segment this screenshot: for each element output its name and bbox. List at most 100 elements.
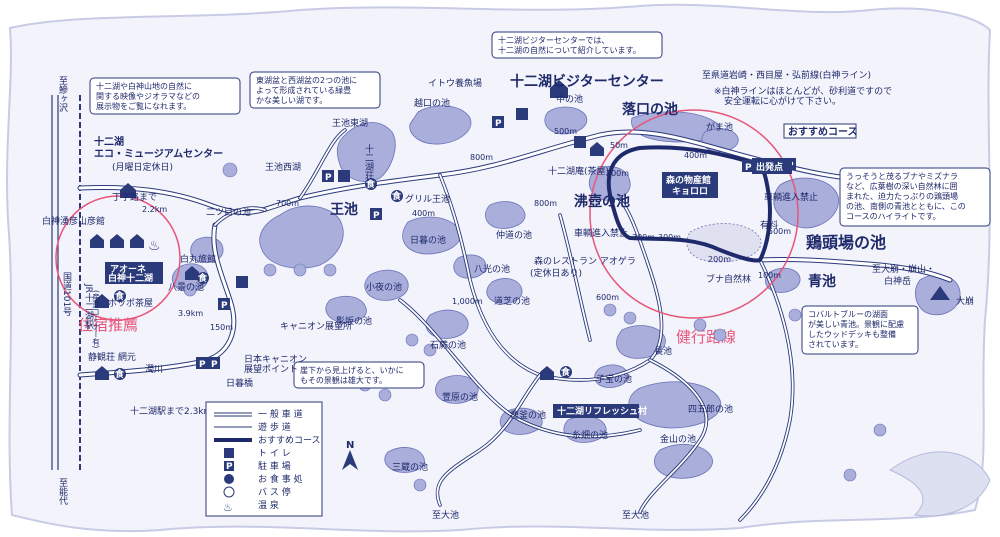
pond-michishiba (486, 278, 523, 304)
route-highlight-label: 健行路線 (676, 328, 736, 346)
jr-station-label: JR十二湖駅 (83, 283, 94, 330)
svg-text:500m: 500m (554, 127, 577, 136)
building-hakamichi-3 (130, 234, 144, 248)
pond-nakatsuki (485, 201, 526, 229)
koike-label: 子宝の池 (596, 373, 632, 385)
futatsume-label: 二ツ目の池 (206, 206, 251, 218)
visitor-callout-text: 十二湖ビジターセンターでは、十二湖の自然について紹介しています。 (498, 35, 641, 55)
svg-text:食: 食 (197, 272, 208, 284)
jijiko-callout-box (249, 71, 381, 109)
pond-keitoba (773, 177, 839, 229)
aoike-callout-box (801, 305, 919, 355)
legend-parking-label: 駐 車 場 (258, 460, 291, 472)
svg-text:200m: 200m (606, 169, 629, 178)
futsubo-label: 沸壺の池 (574, 193, 630, 210)
naka-label: 中の池 (556, 93, 583, 105)
svg-text:100m: 100m (758, 271, 781, 280)
start-box (752, 158, 792, 174)
svg-text:P: P (199, 360, 206, 370)
aoike-callout-text: コバルトブルーの湖面が美しい青池。景観に配慮したウッドデッキも整備されています。 (808, 309, 904, 349)
pond-mizo (384, 447, 425, 473)
svg-text:食: 食 (114, 368, 125, 380)
pond-kage (325, 295, 367, 323)
route101-label: 国道101号 (61, 272, 72, 317)
aone-box (105, 262, 163, 284)
canyon-callout-text: 崖下から見上げると、いかにもその景観は雄大です。 (300, 366, 404, 385)
legend-box (205, 401, 323, 517)
building-eco-center (120, 183, 136, 198)
juniko-an-label: 十二湖庵(茶屋) (548, 165, 609, 177)
grill-label: グリル王池 (405, 193, 450, 205)
recommended-course (606, 145, 772, 263)
to-ajigasawa-label: 至県道岩崎・西目屋・弘前線(白神ライン) (702, 69, 871, 81)
building-poppo (95, 294, 109, 308)
legend: 一 般 車 道 遊 歩 道 おすすめコース ト イ レ P 駐 車 場 お 食 … (205, 401, 323, 517)
eco-callout-box (89, 77, 241, 115)
svg-text:600m: 600m (596, 293, 619, 302)
oike-higashi-label: 王池東湖 (332, 117, 368, 129)
svg-text:50m: 50m (610, 141, 628, 150)
svg-text:P: P (745, 163, 752, 173)
ozaki-label: 大崩 (956, 295, 974, 307)
oike-label: 王池 (330, 201, 358, 218)
sekiso-label: 石蕨の池 (430, 339, 466, 351)
higurashi-bridge-label: 日暮橋 (226, 377, 253, 389)
route-highlight-circle (589, 109, 799, 319)
visitor-center-label: 十二湖ビジターセンター (510, 73, 664, 90)
pond-shigoro (628, 381, 722, 429)
svg-text:500m: 500m (768, 227, 791, 236)
distance-labels: 700m 400m 800m 500m 50m 400m 200m 300m 2… (178, 127, 791, 332)
svg-text:食: 食 (560, 366, 571, 378)
kirikawa-label: 濁川 (145, 364, 163, 375)
buna-forest-area (686, 223, 762, 263)
svg-text:P: P (226, 462, 233, 472)
svg-text:3.9km: 3.9km (178, 309, 203, 318)
svg-text:1,000m: 1,000m (452, 297, 483, 306)
pond-shigohara (435, 375, 479, 404)
pond-naka (544, 106, 588, 135)
to-oike-1-label: 至大池 (432, 509, 459, 521)
to-ozaki-label: 至大崩・崩山・白神岳 (872, 263, 935, 287)
hakko-label: 八光の池 (474, 263, 510, 275)
legend-food-label: お 食 事 処 (258, 473, 303, 485)
nakatsuki-label: 仲道の池 (496, 229, 532, 241)
lodging-highlight-label: 住宿推薦 (78, 316, 138, 334)
kanayama-label: 金山の池 (660, 433, 696, 445)
svg-text:食: 食 (391, 190, 402, 202)
building-hakamichi-2 (110, 234, 124, 248)
toilet-icon (574, 136, 586, 148)
nagaike-label: 長池 (654, 345, 672, 357)
legend-trail-label: 遊 歩 道 (258, 421, 291, 433)
keitoba-label: 鶏頭場の池 (806, 233, 886, 252)
visitor-callout-box (491, 31, 663, 59)
itohata-label: 糸畑の池 (572, 429, 608, 441)
eco-closed-label: (月曜日定休日) (112, 161, 173, 173)
legend-onsen-label: 温 泉 (258, 499, 279, 511)
gama-label: がま池 (706, 121, 733, 133)
dist-22km: 2.2km (142, 205, 167, 214)
legend-toilet-label: ト イ レ (258, 449, 291, 459)
north-label: N (346, 440, 354, 451)
shop-box (662, 172, 718, 198)
to-station-label: 十二湖駅まで2.3km (130, 405, 212, 417)
eco-center-label: 十二湖エコ・ミュージアムセンター (94, 135, 223, 160)
poppo-label: ポッポ茶屋 (108, 297, 153, 309)
shigohara-label: 萱原の池 (442, 391, 478, 403)
trees (183, 162, 887, 492)
mori-restaurant-label: 森のレストラン アオゲラ (534, 255, 636, 267)
svg-text:食: 食 (114, 290, 125, 302)
yuuryou-label: 有料 (760, 219, 778, 231)
refresh-label: 十二湖リフレッシュ村 (557, 405, 647, 417)
north-arrow: N (342, 440, 358, 470)
svg-text:700m: 700m (276, 199, 299, 208)
to-noshiro: 至能代 (57, 478, 68, 506)
sangyo-corner-label: (産直コーナー有) (91, 290, 100, 348)
svg-text:P: P (373, 211, 380, 221)
pond-hakko (453, 254, 487, 279)
osusume-box (783, 123, 857, 139)
svg-text:300m: 300m (632, 233, 655, 242)
road-note-label: ※白神ラインはほとんどが、砂利道ですので安全運転に心がけて下さい。 (714, 85, 892, 107)
building-shizukan (95, 366, 109, 380)
